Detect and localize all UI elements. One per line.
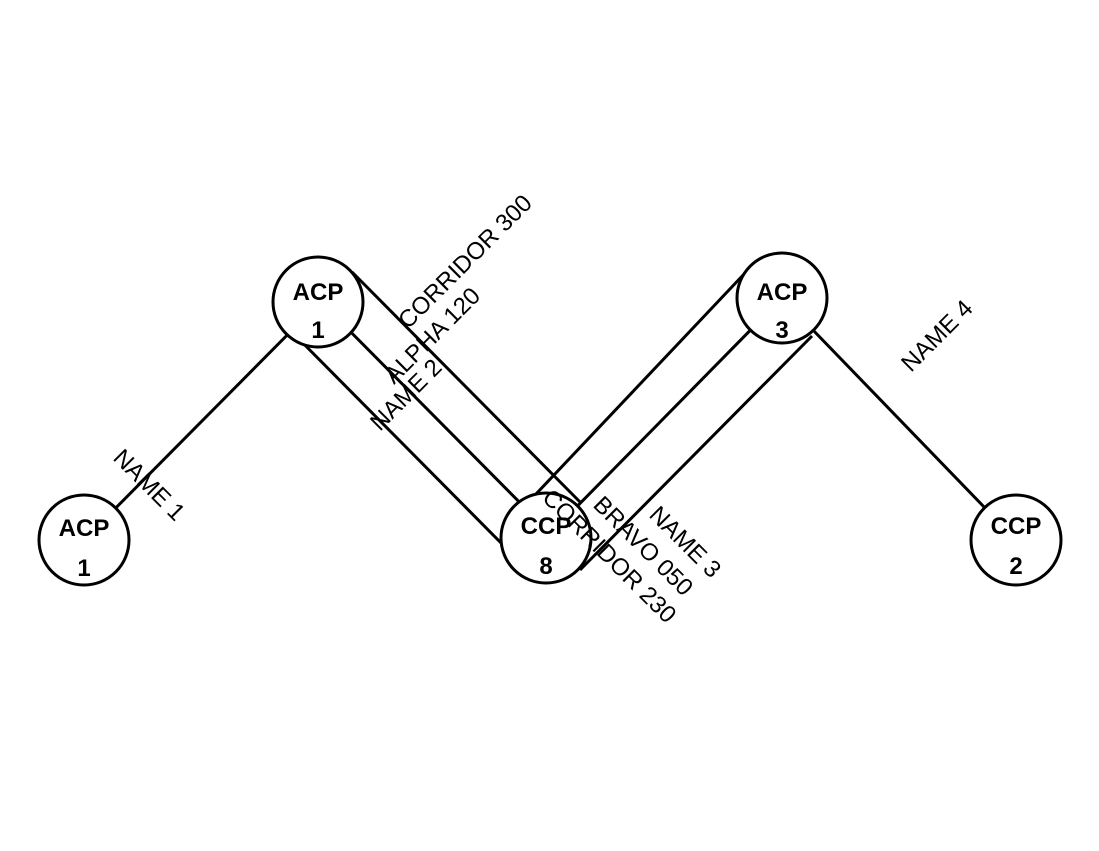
edge-corridor-300[interactable]	[350, 270, 582, 504]
edge-name-1[interactable]	[82, 302, 320, 542]
node-number-label: 8	[539, 553, 552, 580]
node-circle	[499, 491, 593, 585]
edge-label-name-4: NAME 4	[896, 295, 978, 377]
node-circle	[271, 255, 365, 349]
edge-bravo-050[interactable]	[544, 296, 784, 540]
edge-alpha-120[interactable]	[318, 299, 548, 531]
node-circle	[735, 251, 829, 345]
edge-name-2[interactable]	[282, 322, 514, 556]
node-circle	[37, 493, 131, 587]
node-number-label: 3	[775, 317, 788, 344]
node-type-label: ACP	[59, 515, 110, 542]
node-acp-3[interactable]: ACP 3	[735, 251, 829, 345]
node-number-label: 1	[311, 317, 324, 344]
node-ccp-2[interactable]: CCP 2	[969, 493, 1063, 587]
node-type-label: CCP	[991, 513, 1042, 540]
node-number-label: 1	[77, 555, 90, 582]
node-acp-1-left[interactable]: ACP 1	[37, 493, 131, 587]
node-number-label: 2	[1009, 553, 1022, 580]
node-ccp-8[interactable]: CCP 8	[499, 491, 593, 585]
edge-corridor-230[interactable]	[517, 270, 748, 514]
node-circle	[969, 493, 1063, 587]
edges	[82, 270, 1018, 572]
node-type-label: ACP	[293, 279, 344, 306]
node-type-label: CCP	[521, 513, 572, 540]
edge-name-3[interactable]	[578, 334, 814, 572]
node-type-label: ACP	[757, 279, 808, 306]
node-acp-1-top[interactable]: ACP 1	[271, 255, 365, 349]
edge-name-4[interactable]	[780, 296, 1018, 542]
